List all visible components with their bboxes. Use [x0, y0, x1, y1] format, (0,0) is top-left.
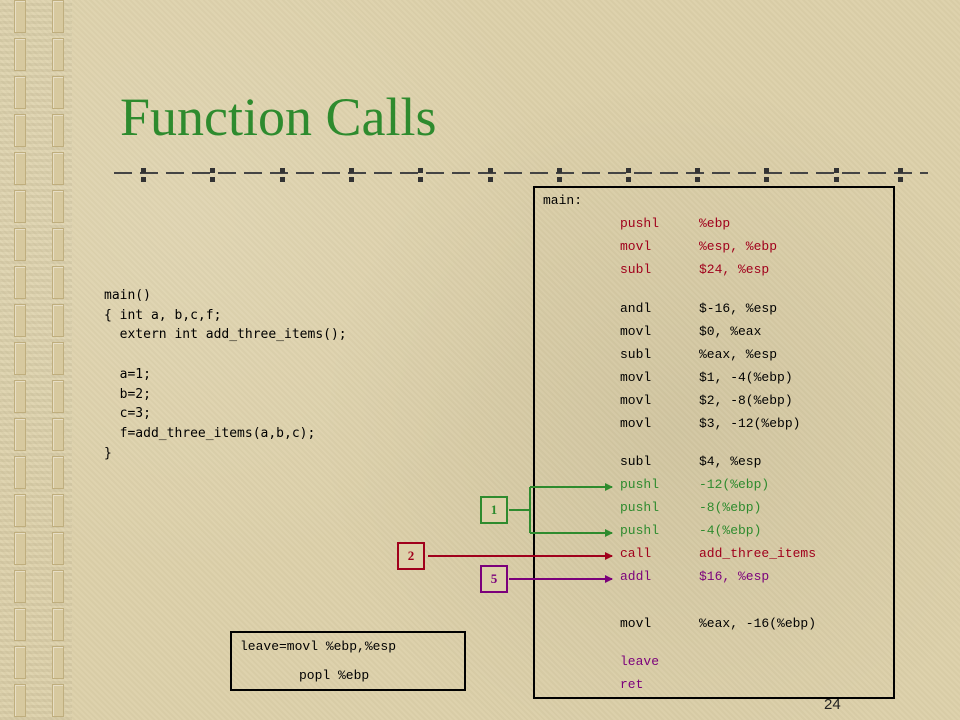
c-source-code: main() { int a, b,c,f; extern int add_th… — [104, 288, 347, 461]
assembly-listing-box — [533, 186, 895, 699]
sidebar-square — [52, 532, 64, 565]
sidebar-square — [14, 304, 26, 337]
asm-args: $3, -12(%ebp) — [699, 416, 801, 431]
sidebar-square — [52, 38, 64, 71]
sidebar-square — [52, 380, 64, 413]
asm-args: $4, %esp — [699, 454, 762, 469]
sidebar-square — [14, 380, 26, 413]
asm-args: %eax, -16(%ebp) — [699, 616, 817, 631]
step-badge-2: 2 — [397, 542, 425, 570]
sidebar-square — [52, 646, 64, 679]
sidebar-square — [14, 456, 26, 489]
sidebar-square — [14, 266, 26, 299]
asm-args: -8(%ebp) — [699, 500, 762, 515]
asm-op: pushl — [620, 477, 660, 492]
asm-args: %esp, %ebp — [699, 239, 778, 254]
asm-op: movl — [620, 370, 652, 385]
asm-op: andl — [620, 301, 652, 316]
asm-args: $16, %esp — [699, 569, 770, 584]
asm-args: -12(%ebp) — [699, 477, 770, 492]
asm-args: $1, -4(%ebp) — [699, 370, 793, 385]
asm-args: %ebp — [699, 216, 731, 231]
sidebar-square — [52, 456, 64, 489]
asm-op: movl — [620, 239, 652, 254]
slide-title: Function Calls — [120, 87, 437, 147]
sidebar-square — [14, 570, 26, 603]
sidebar-square — [14, 646, 26, 679]
sidebar-square — [14, 418, 26, 451]
asm-op: subl — [620, 454, 652, 469]
asm-op: pushl — [620, 216, 660, 231]
sidebar-square — [14, 342, 26, 375]
sidebar-square — [14, 76, 26, 109]
decorative-sidebar — [0, 0, 72, 720]
sidebar-square — [14, 114, 26, 147]
asm-args: %eax, %esp — [699, 347, 778, 362]
leave-note-box — [230, 631, 466, 691]
sidebar-square — [52, 190, 64, 223]
sidebar-square — [52, 0, 64, 33]
arrow-1 — [509, 483, 613, 537]
asm-args: $-16, %esp — [699, 301, 778, 316]
asm-label: main: — [543, 193, 583, 208]
page-number: 24 — [824, 696, 841, 713]
asm-op: subl — [620, 262, 652, 277]
asm-op: subl — [620, 347, 652, 362]
sidebar-square — [14, 0, 26, 33]
asm-op: movl — [620, 416, 652, 431]
leave-note-line2: popl %ebp — [299, 668, 370, 683]
sidebar-square — [14, 532, 26, 565]
asm-op: call — [620, 546, 652, 561]
asm-op: movl — [620, 616, 652, 631]
sidebar-square — [52, 304, 64, 337]
asm-args: $0, %eax — [699, 324, 762, 339]
sidebar-square — [52, 114, 64, 147]
asm-op: movl — [620, 393, 652, 408]
sidebar-square — [52, 266, 64, 299]
leave-note-line1: leave=movl %ebp,%esp — [240, 639, 397, 654]
asm-args: $24, %esp — [699, 262, 770, 277]
asm-op: movl — [620, 324, 652, 339]
sidebar-square — [14, 190, 26, 223]
asm-args: $2, -8(%ebp) — [699, 393, 793, 408]
asm-args: add_three_items — [699, 546, 817, 561]
sidebar-square — [52, 570, 64, 603]
asm-op: leave — [620, 654, 660, 669]
asm-op: pushl — [620, 523, 660, 538]
asm-op: pushl — [620, 500, 660, 515]
sidebar-square — [52, 342, 64, 375]
sidebar-square — [52, 494, 64, 527]
sidebar-square — [52, 152, 64, 185]
sidebar-square — [14, 152, 26, 185]
sidebar-square — [52, 608, 64, 641]
asm-op: ret — [620, 677, 644, 692]
sidebar-square — [52, 228, 64, 261]
sidebar-square — [14, 684, 26, 717]
step-badge-5: 5 — [480, 565, 508, 593]
asm-op: addl — [620, 569, 652, 584]
sidebar-square — [14, 228, 26, 261]
sidebar-square — [52, 418, 64, 451]
sidebar-square — [52, 76, 64, 109]
sidebar-square — [14, 494, 26, 527]
sidebar-square — [14, 38, 26, 71]
step-badge-1: 1 — [480, 496, 508, 524]
asm-args: -4(%ebp) — [699, 523, 762, 538]
sidebar-square — [52, 684, 64, 717]
sidebar-square — [14, 608, 26, 641]
